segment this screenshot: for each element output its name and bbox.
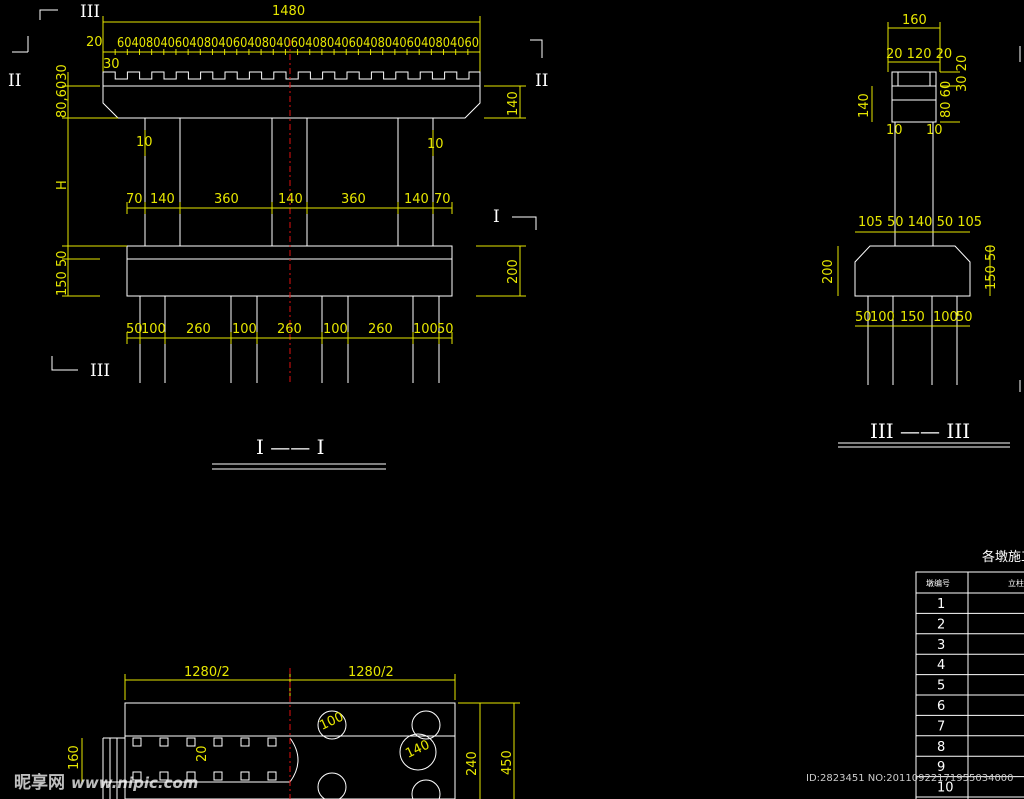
side-dim-right-stack: 30 20 bbox=[955, 55, 970, 92]
side-dim-pile-5: 50 bbox=[956, 310, 973, 325]
plan-dim-240: 240 bbox=[465, 751, 480, 776]
plan-dim-160: 160 bbox=[67, 745, 82, 770]
dim-left-upper: 80,6030 bbox=[55, 64, 70, 118]
cut-mark-I: I bbox=[493, 207, 500, 227]
cut-mark-III-bottom: III bbox=[90, 361, 110, 381]
table-header-1: 墩编号 bbox=[926, 578, 950, 588]
dim-pile-6: 100 bbox=[323, 322, 348, 337]
dim-col-6: 140 bbox=[404, 192, 429, 207]
dim-pile-4: 100 bbox=[232, 322, 257, 337]
side-dim-gap-l: 10 bbox=[886, 123, 903, 138]
dim-col-gap-left: 10 bbox=[136, 135, 153, 150]
dim-col-gap-right: 10 bbox=[427, 137, 444, 152]
table-row-number: 9 bbox=[937, 760, 945, 775]
watermark-logo: 昵享网 www.nipic.com bbox=[14, 768, 198, 793]
side-dim-footing-left: 200 bbox=[821, 259, 836, 284]
dim-top-20: 20 bbox=[86, 35, 103, 50]
section-title-III-III: III —— III bbox=[870, 419, 970, 443]
section-title-I-I: I —— I bbox=[256, 435, 325, 459]
table-row-number: 7 bbox=[937, 719, 945, 734]
plan-dim-450: 450 bbox=[500, 750, 515, 775]
table-row-number: 10 bbox=[937, 781, 954, 796]
dim-pile-7: 260 bbox=[368, 322, 393, 337]
elevation-view: 1480 20 30 60408040604080406040804060408… bbox=[8, 2, 548, 470]
plan-dim-half-right: 1280/2 bbox=[348, 665, 394, 680]
dim-col-2: 140 bbox=[150, 192, 175, 207]
dim-pile-5: 260 bbox=[277, 322, 302, 337]
side-dim-pile-1: 50 bbox=[855, 310, 872, 325]
table-row-number: 8 bbox=[937, 740, 945, 755]
dim-cap-height: 140 bbox=[506, 91, 521, 116]
side-dim-gap-r: 10 bbox=[926, 123, 943, 138]
table-row-number: 4 bbox=[937, 658, 945, 673]
side-dim-140: 140 bbox=[857, 93, 872, 118]
dim-top-seq: 6040804060408040604080406040804060408040… bbox=[117, 36, 479, 51]
side-dim-top: 160 bbox=[902, 13, 927, 28]
cut-mark-III-top: III bbox=[80, 2, 100, 22]
side-dim-top-split: 20 120 20 bbox=[886, 47, 952, 62]
plan-view: 1280/2 1280/2 100 140 160 20 240 450 bbox=[67, 665, 520, 799]
side-dim-pile-2: 100 bbox=[870, 310, 895, 325]
dim-col-7: 70 bbox=[434, 192, 451, 207]
cut-mark-II-left: II bbox=[8, 71, 21, 91]
plan-dim-half-left: 1280/2 bbox=[184, 665, 230, 680]
dim-col-3: 360 bbox=[214, 192, 239, 207]
table-header-2: 立柱 bbox=[1008, 578, 1024, 588]
table-row-number: 5 bbox=[937, 679, 945, 694]
dim-col-4: 140 bbox=[278, 192, 303, 207]
watermark-brand: 昵享网 bbox=[14, 773, 65, 793]
plan-dim-20: 20 bbox=[195, 745, 210, 762]
side-dim-pile-3: 150 bbox=[900, 310, 925, 325]
table-row-number: 3 bbox=[937, 638, 945, 653]
dim-pile-3: 260 bbox=[186, 322, 211, 337]
dim-left-h: H bbox=[55, 180, 70, 190]
dim-pile-8: 100 bbox=[413, 322, 438, 337]
dim-col-5: 360 bbox=[341, 192, 366, 207]
table-title: 各墩施工 bbox=[982, 549, 1024, 565]
dim-col-1: 70 bbox=[126, 192, 143, 207]
side-view: 160 20 120 20 30 20 80 60 140 10 10 105 … bbox=[821, 13, 1021, 448]
table-row-number: 6 bbox=[937, 699, 945, 714]
dim-left-lower: 150 50 bbox=[55, 251, 70, 297]
dim-footing-height: 200 bbox=[506, 259, 521, 284]
side-dim-footing-row: 105 50 140 50 105 bbox=[858, 215, 982, 230]
watermark-url: www.nipic.com bbox=[71, 774, 199, 792]
cut-mark-II-right: II bbox=[535, 71, 548, 91]
plan-dim-140: 140 bbox=[403, 738, 432, 762]
watermark-id: ID:2823451 NO:20110922171955034000 bbox=[806, 773, 1014, 784]
table-row-number: 2 bbox=[937, 617, 945, 632]
side-dim-8060: 80 60 bbox=[939, 81, 954, 118]
table-row-number: 1 bbox=[937, 597, 945, 612]
dim-pile-9: 50 bbox=[437, 322, 454, 337]
plan-dim-100: 100 bbox=[317, 710, 346, 734]
side-dim-pile-4: 100 bbox=[933, 310, 958, 325]
pier-table: 各墩施工 墩编号 立柱 1 2 3 4 5 6 7 8 9 10 bbox=[915, 549, 1024, 799]
dim-top-30: 30 bbox=[103, 57, 120, 72]
dim-pile-1: 50 bbox=[126, 322, 143, 337]
side-dim-footing-right: 150 50 bbox=[984, 245, 999, 291]
dim-pile-2: 100 bbox=[141, 322, 166, 337]
dim-top-total: 1480 bbox=[272, 4, 305, 19]
